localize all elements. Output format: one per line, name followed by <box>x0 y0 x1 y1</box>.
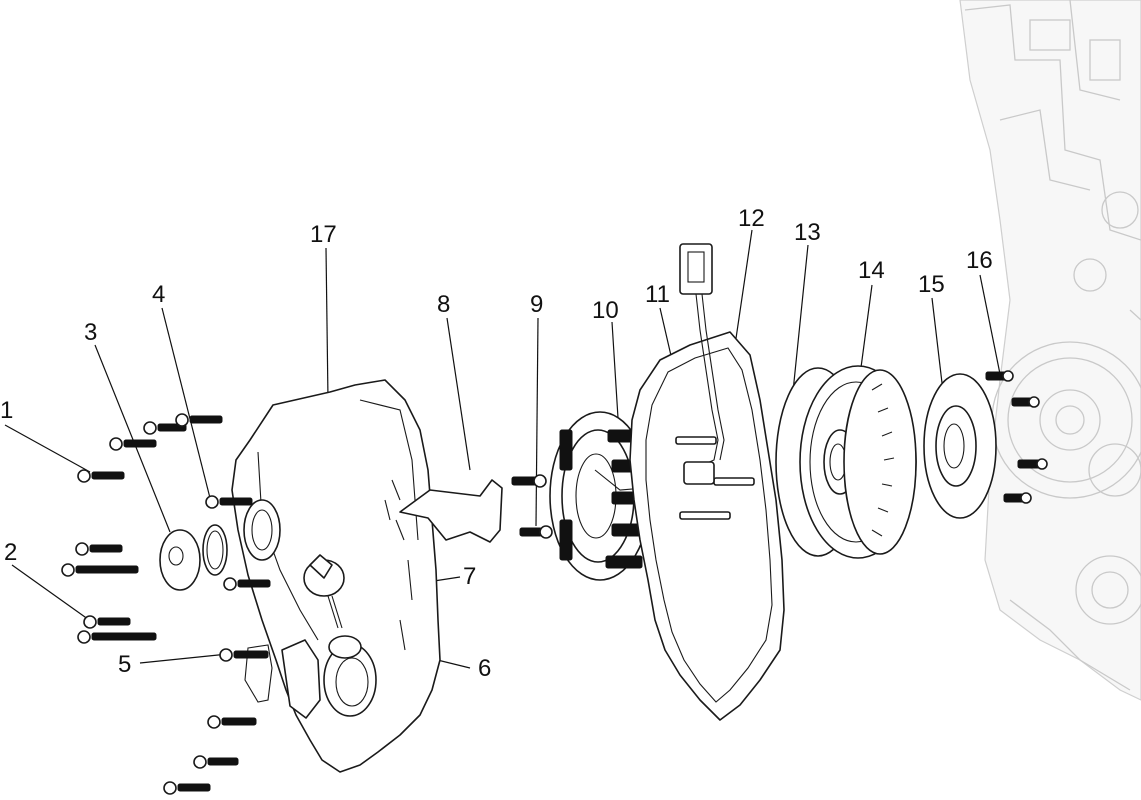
wiring-harness-12 <box>679 243 725 485</box>
gear-ring-14 <box>843 369 917 555</box>
callout-10: 10 <box>592 297 619 324</box>
plug-3 <box>159 529 201 591</box>
starter-clutch-15 <box>923 373 997 519</box>
callout-4: 4 <box>152 281 165 308</box>
bolt <box>205 495 253 509</box>
gasket-11 <box>629 331 785 721</box>
bolt <box>207 715 257 729</box>
callout-12: 12 <box>738 205 765 232</box>
callout-6: 6 <box>478 655 491 682</box>
bolt <box>193 755 239 769</box>
bracket-plate-8 <box>399 479 503 543</box>
gasket-5 <box>244 644 273 703</box>
callout-8: 8 <box>437 291 450 318</box>
leader-lines <box>4 229 1001 669</box>
bolt <box>77 469 125 483</box>
callout-2: 2 <box>4 539 17 566</box>
callout-15: 15 <box>918 271 945 298</box>
callout-7: 7 <box>463 563 476 590</box>
bolt <box>75 542 123 556</box>
bolt <box>77 630 157 644</box>
bolt <box>109 437 157 451</box>
bolt <box>83 615 131 629</box>
gasket-11-inner <box>645 347 773 703</box>
gasket-11-pins <box>675 436 755 520</box>
engine-block-background <box>959 0 1141 701</box>
stator-10 <box>549 411 701 581</box>
bolt <box>163 781 211 795</box>
o-ring-6 <box>328 635 362 659</box>
callout-14: 14 <box>858 257 885 284</box>
callout-9: 9 <box>530 291 543 318</box>
o-ring-4-inner <box>206 530 224 570</box>
bolt <box>219 648 269 662</box>
bolts-9 <box>511 474 553 539</box>
callout-5: 5 <box>118 651 131 678</box>
callout-17: 17 <box>310 221 337 248</box>
bolts-16 <box>985 370 1048 504</box>
bolt <box>175 413 223 427</box>
callout-13: 13 <box>794 219 821 246</box>
bolt <box>223 577 271 591</box>
bolt <box>61 563 139 577</box>
filler-cap-7 <box>303 554 345 629</box>
callout-16: 16 <box>966 247 993 274</box>
callout-1: 1 <box>0 397 13 424</box>
callout-3: 3 <box>84 319 97 346</box>
callout-labels: 1 2 3 4 5 6 7 8 9 10 11 12 13 14 15 16 1… <box>0 205 993 682</box>
callout-11: 11 <box>645 281 670 308</box>
bolts-cover <box>61 413 271 795</box>
